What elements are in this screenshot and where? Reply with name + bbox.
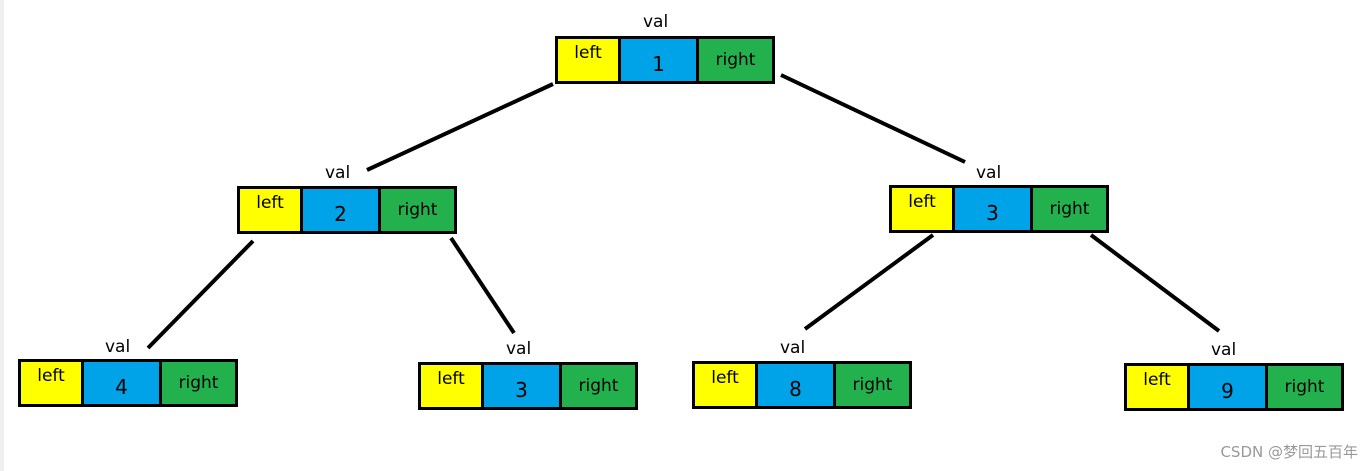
right-pointer-cell: right: [833, 361, 912, 409]
right-pointer-cell: right: [378, 186, 457, 234]
left-label: left: [37, 366, 65, 386]
left-label: left: [1143, 370, 1171, 390]
left-pointer-cell: left: [237, 186, 303, 234]
val-label: val: [506, 339, 532, 359]
value-cell: 3: [952, 185, 1033, 233]
right-pointer-cell: right: [159, 359, 238, 407]
right-label: right: [852, 374, 893, 395]
value-cell: 4: [81, 359, 162, 407]
value-cell: 3: [481, 362, 562, 410]
value-cell: 2: [300, 186, 381, 234]
left-label: left: [574, 43, 602, 63]
val-label: val: [780, 338, 806, 358]
left-pointer-cell: left: [18, 359, 84, 407]
edge-n3-n7: [1089, 233, 1221, 333]
value-cell: 9: [1187, 363, 1268, 411]
node-value: 3: [515, 378, 528, 402]
val-label: val: [643, 12, 669, 32]
value-cell: 1: [618, 36, 699, 84]
left-label: left: [711, 368, 739, 388]
left-pointer-cell: left: [418, 362, 484, 410]
edge-n2-n4: [146, 239, 255, 350]
right-pointer-cell: right: [559, 362, 638, 410]
tree-node-leaf: left 8 right: [692, 361, 912, 409]
tree-node-left-child: left 2 right: [237, 186, 457, 234]
left-pointer-cell: left: [555, 36, 621, 84]
right-pointer-cell: right: [1265, 363, 1344, 411]
edge-n2-n5: [449, 236, 516, 335]
right-pointer-cell: right: [1030, 185, 1109, 233]
right-pointer-cell: right: [696, 36, 775, 84]
right-label: right: [1284, 376, 1325, 397]
tree-node-right-child: left 3 right: [889, 185, 1109, 233]
val-label: val: [1211, 340, 1237, 360]
val-label: val: [325, 163, 351, 183]
tree-node-leaf: left 9 right: [1124, 363, 1344, 411]
node-value: 2: [334, 202, 347, 226]
right-label: right: [715, 49, 756, 70]
val-label: val: [976, 163, 1002, 183]
tree-node-leaf: left 3 right: [418, 362, 638, 410]
left-edge-strip: [0, 0, 4, 471]
right-label: right: [1049, 198, 1090, 219]
node-value: 9: [1221, 379, 1234, 403]
right-label: right: [178, 372, 219, 393]
left-label: left: [437, 369, 465, 389]
edge-n3-n6: [803, 233, 935, 331]
left-label: left: [908, 192, 936, 212]
left-pointer-cell: left: [692, 361, 758, 409]
right-label: right: [578, 375, 619, 396]
node-value: 4: [115, 375, 128, 399]
edge-n1-n2: [366, 82, 554, 172]
tree-node-root: left 1 right: [555, 36, 775, 84]
node-value: 1: [652, 52, 665, 76]
right-label: right: [397, 199, 438, 220]
left-pointer-cell: left: [1124, 363, 1190, 411]
node-value: 8: [789, 377, 802, 401]
tree-node-leaf: left 4 right: [18, 359, 238, 407]
node-value: 3: [986, 201, 999, 225]
left-label: left: [256, 193, 284, 213]
left-pointer-cell: left: [889, 185, 955, 233]
edge-n1-n3: [780, 73, 966, 164]
watermark: CSDN @梦回五百年: [1220, 443, 1358, 461]
val-label: val: [105, 337, 131, 357]
value-cell: 8: [755, 361, 836, 409]
